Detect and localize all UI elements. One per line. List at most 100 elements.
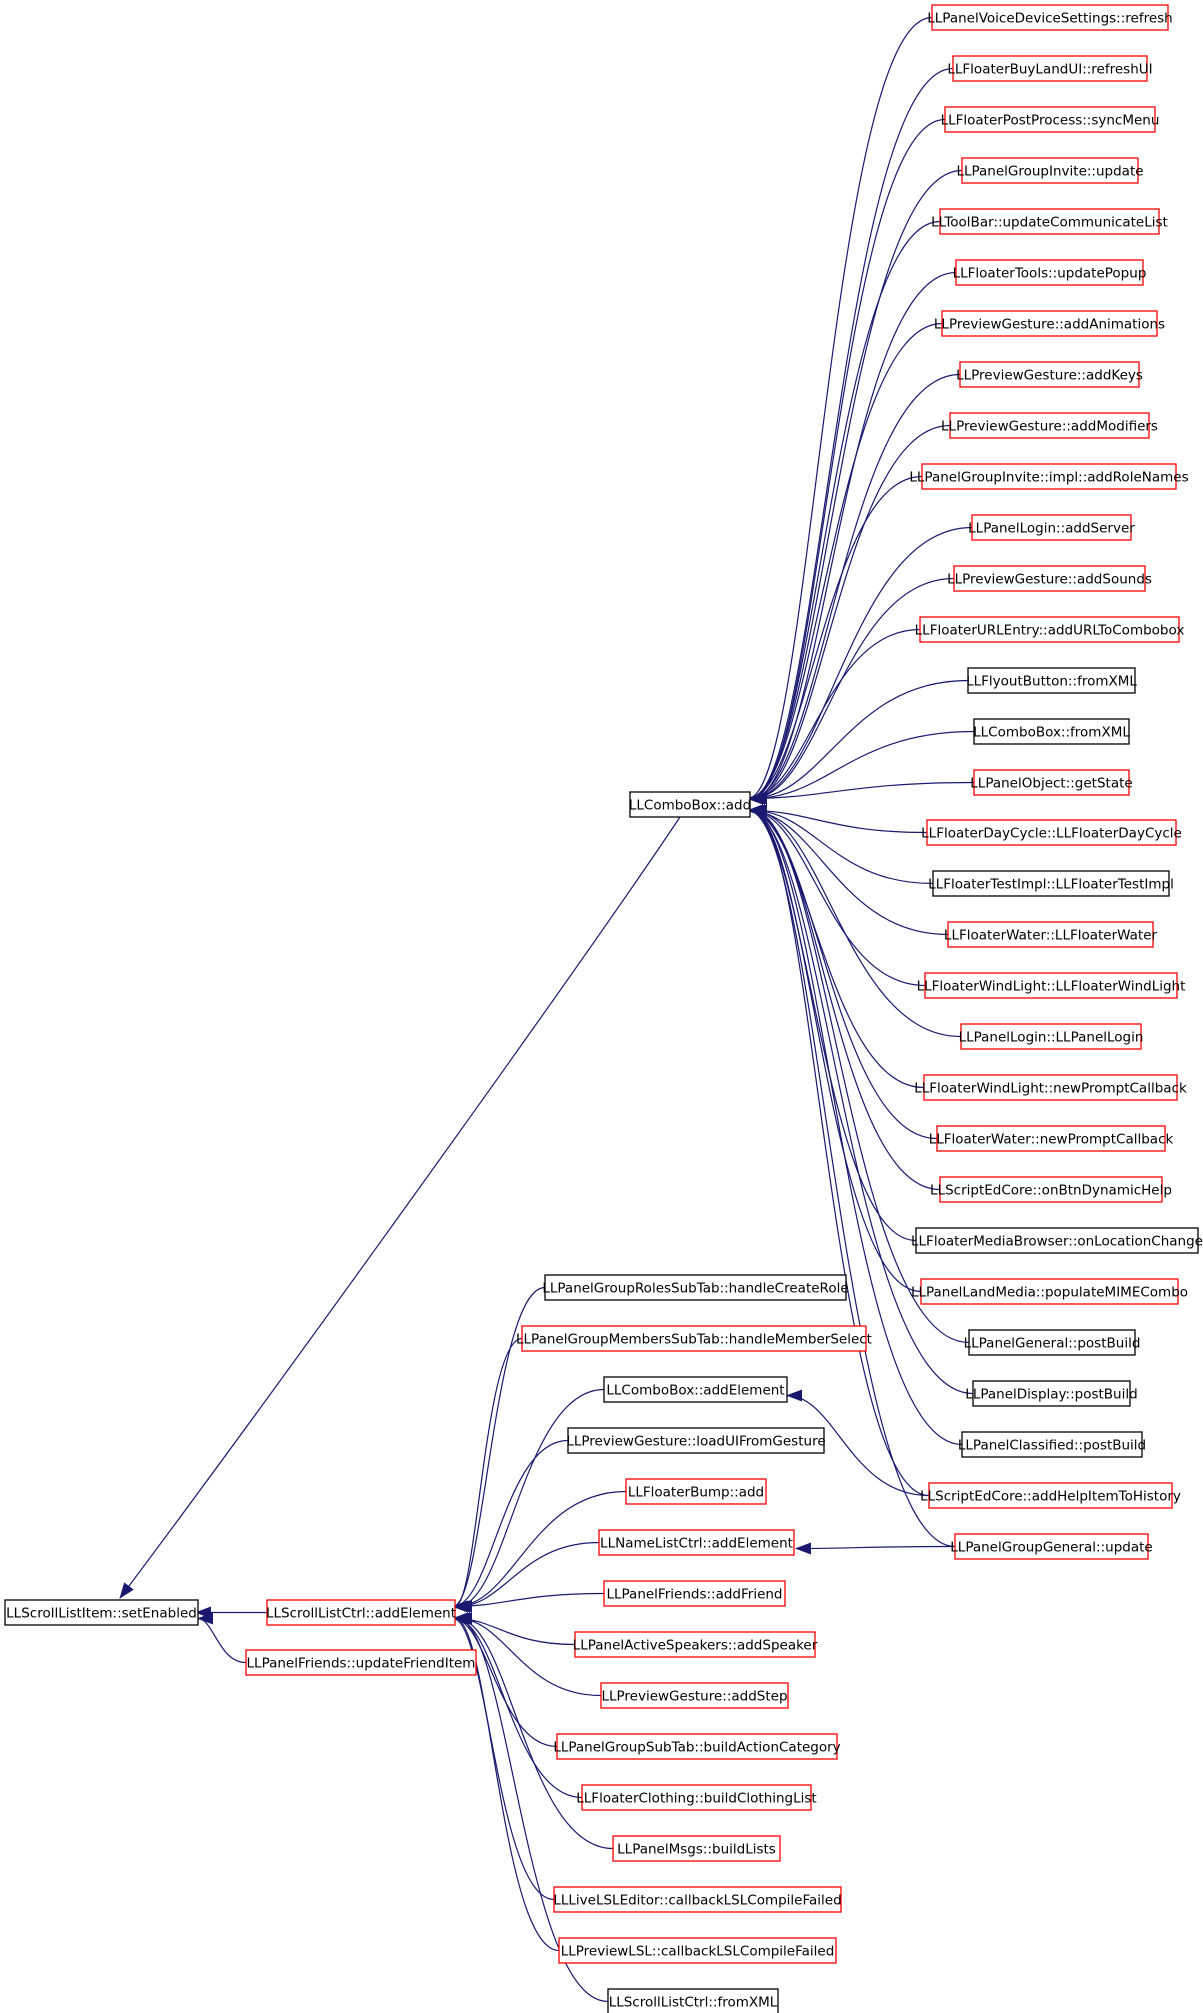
node-c8[interactable]: LLPreviewGesture::addKeys [956,361,1143,388]
node-box [968,1329,1136,1356]
edge-c17-to-cb_add [749,804,928,834]
node-c11[interactable]: LLPanelLogin::addServer [968,514,1135,541]
node-label: LLPreviewGesture::addStep [601,1689,787,1705]
node-c6[interactable]: LLFloaterTools::updatePopup [953,259,1147,286]
node-s9[interactable]: LLPreviewGesture::addStep [600,1682,789,1709]
node-label: LLScrollListCtrl::addElement [266,1606,456,1622]
node-s11[interactable]: LLFloaterClothing::buildClothingList [576,1784,817,1811]
edge-c29-to-cb_add [749,804,963,1446]
node-c17[interactable]: LLFloaterDayCycle::LLFloaterDayCycle [921,819,1182,846]
node-c25[interactable]: LLFloaterMediaBrowser::onLocationChange [911,1227,1203,1254]
node-box [947,921,1154,948]
node-box [625,1478,767,1505]
node-c7[interactable]: LLPreviewGesture::addAnimations [934,310,1165,337]
node-box [921,463,1177,490]
node-c3[interactable]: LLFloaterPostProcess::syncMenu [941,106,1160,133]
node-c9[interactable]: LLPreviewGesture::addModifiers [941,412,1158,439]
node-c4[interactable]: LLPanelGroupInvite::update [956,157,1144,184]
edge-c31-to-cb_add [747,804,956,1548]
node-c13[interactable]: LLFloaterURLEntry::addURLToCombobox [915,616,1185,643]
node-box [955,259,1144,286]
node-box [936,1125,1166,1152]
node-c22[interactable]: LLFloaterWindLight::newPromptCallback [914,1074,1187,1101]
node-c27[interactable]: LLPanelGeneral::postBuild [964,1329,1141,1356]
node-box [603,1376,788,1403]
edge-c13-to-cb_add [747,628,921,805]
node-label: LLPanelLogin::addServer [968,521,1135,537]
node-box [944,106,1156,133]
node-label: LLComboBox::addElement [606,1383,784,1399]
node-c26[interactable]: LLPanelLandMedia::populateMIMECombo [911,1278,1188,1305]
node-c19[interactable]: LLFloaterWater::LLFloaterWater [944,921,1158,948]
node-s15[interactable]: LLScrollListCtrl::fromXML [607,1988,779,2013]
edge-c15-to-cb_add [751,730,975,805]
node-c2[interactable]: LLFloaterBuyLandUI::refreshUI [947,55,1153,82]
node-c18[interactable]: LLFloaterTestImpl::LLFloaterTestImpl [928,870,1174,897]
edge-c2-to-cb_add [749,67,954,805]
edges-layer [119,16,975,2003]
node-pf_upd[interactable]: LLPanelFriends::updateFriendItem [245,1649,477,1676]
node-box [961,157,1139,184]
node-box [939,1176,1163,1203]
node-c5[interactable]: LLToolBar::updateCommunicateList [931,208,1168,235]
node-label: LLPanelGroupMembersSubTab::handleMemberS… [516,1332,872,1348]
node-c15[interactable]: LLComboBox::fromXML [973,718,1130,745]
edge-c20-to-cb_add [749,804,926,987]
node-c31[interactable]: LLPanelGroupGeneral::update [950,1533,1153,1560]
edge-s13-to-slc_add [452,1612,555,1901]
node-box [598,1529,795,1556]
node-slc_add[interactable]: LLScrollListCtrl::addElement [266,1599,456,1626]
edge-c27-to-cb_add [751,804,970,1344]
node-s13[interactable]: LLLiveLSLEditor::callbackLSLCompileFaile… [553,1886,842,1913]
node-s2[interactable]: LLPanelGroupMembersSubTab::handleMemberS… [516,1325,872,1352]
node-c23[interactable]: LLFloaterWater::newPromptCallback [929,1125,1174,1152]
edge-c6-to-cb_add [751,271,957,805]
node-box [629,791,751,818]
node-s7[interactable]: LLPanelFriends::addFriend [603,1580,786,1607]
edge-c1-to-cb_add [747,16,933,805]
node-s3[interactable]: LLComboBox::addElement [603,1376,788,1403]
edge-s12-to-slc_add [456,1612,614,1850]
node-c10[interactable]: LLPanelGroupInvite::impl::addRoleNames [909,463,1189,490]
node-box [4,1599,199,1626]
node-box [953,565,1146,592]
node-c16[interactable]: LLPanelObject::getState [970,769,1133,796]
node-box [967,667,1136,694]
node-s8[interactable]: LLPanelActiveSpeakers::addSpeaker [573,1631,818,1658]
node-label: LLFloaterMediaBrowser::onLocationChange [911,1234,1203,1250]
node-box [915,1227,1199,1254]
node-label: LLPanelGeneral::postBuild [964,1336,1141,1352]
node-c24[interactable]: LLScriptEdCore::onBtnDynamicHelp [930,1176,1172,1203]
node-c30[interactable]: LLScriptEdCore::addHelpItemToHistory [920,1482,1181,1509]
node-box [952,55,1148,82]
node-label: LLPreviewGesture::loadUIFromGesture [566,1434,825,1450]
node-box [556,1733,838,1760]
node-s10[interactable]: LLPanelGroupSubTab::buildActionCategory [553,1733,841,1760]
edge-c7-to-cb_add [747,322,943,805]
node-c21[interactable]: LLPanelLogin::LLPanelLogin [959,1023,1144,1050]
edge-c26-to-cb_add [749,804,922,1293]
node-box [941,310,1158,337]
node-label: LLComboBox::add [629,798,751,814]
node-s5[interactable]: LLFloaterBump::add [625,1478,767,1505]
node-cb_add[interactable]: LLComboBox::add [629,791,751,818]
node-box [971,514,1132,541]
node-box [973,769,1130,796]
edge-s14-to-slc_add [454,1612,560,1952]
node-box [959,361,1140,388]
edge-c12-to-cb_add [751,577,955,805]
node-c28[interactable]: LLPanelDisplay::postBuild [965,1380,1138,1407]
node-s1[interactable]: LLPanelGroupRolesSubTab::handleCreateRol… [542,1274,849,1301]
node-box [926,819,1177,846]
node-label: LLPreviewGesture::addModifiers [941,419,1158,435]
node-c20[interactable]: LLFloaterWindLight::LLFloaterWindLight [917,972,1186,999]
node-s4[interactable]: LLPreviewGesture::loadUIFromGesture [566,1427,826,1454]
node-s12[interactable]: LLPanelMsgs::buildLists [612,1835,781,1862]
node-c14[interactable]: LLFlyoutButton::fromXML [966,667,1137,694]
node-c1[interactable]: LLPanelVoiceDeviceSettings::refresh [927,4,1173,31]
node-root[interactable]: LLScrollListItem::setEnabled [4,1599,199,1626]
node-c29[interactable]: LLPanelClassified::postBuild [958,1431,1146,1458]
node-c12[interactable]: LLPreviewGesture::addSounds [947,565,1152,592]
node-s6[interactable]: LLNameListCtrl::addElement [598,1529,795,1556]
node-s14[interactable]: LLPreviewLSL::callbackLSLCompileFailed [558,1937,837,1964]
